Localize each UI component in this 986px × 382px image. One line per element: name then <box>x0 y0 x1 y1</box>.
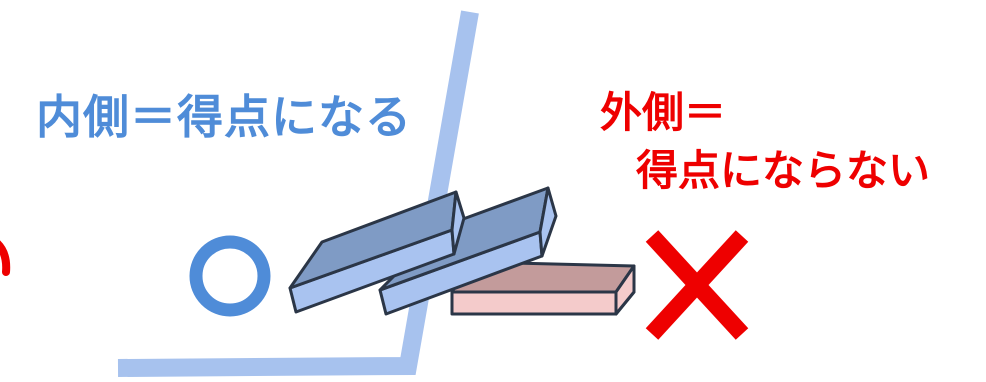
outside-label-line1: 外側＝ <box>600 88 727 137</box>
blue-block-inside <box>288 190 466 314</box>
inside-label: 内側＝得点になる <box>36 90 412 144</box>
court-boundary-line <box>117 10 479 377</box>
circle-mark-icon <box>189 235 271 317</box>
left-edge-arc <box>0 240 11 276</box>
outside-label-line2: 得点にならない <box>636 146 931 195</box>
cross-mark-icon <box>645 230 749 340</box>
